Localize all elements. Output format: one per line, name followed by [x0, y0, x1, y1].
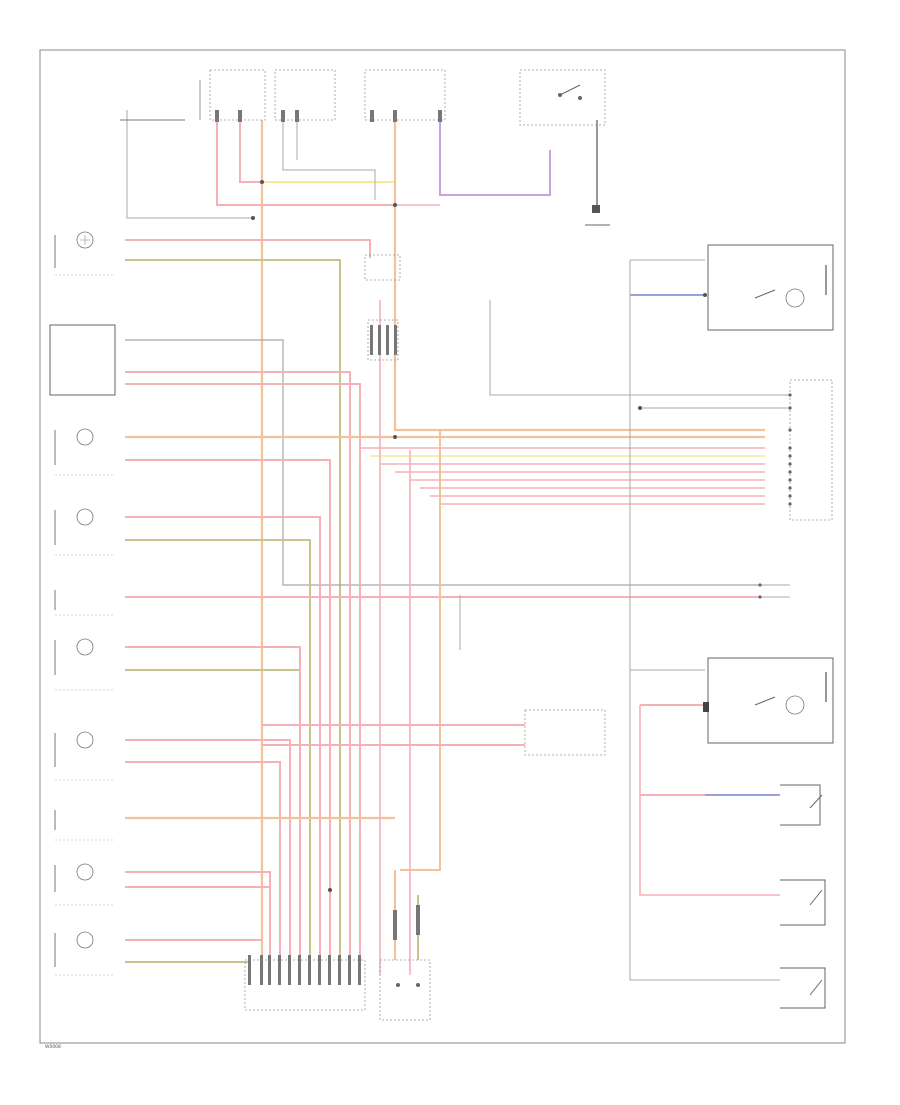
wire-gray-top-3	[126, 110, 253, 219]
trunk-switch	[780, 967, 826, 1009]
mirror-lamp	[54, 863, 115, 906]
transmission-switch	[379, 905, 431, 1021]
radio-component	[54, 590, 115, 616]
at-illumination-lamp	[54, 508, 115, 556]
ignition-switch	[519, 69, 610, 226]
right-connector-top	[788, 379, 833, 521]
wire-pink-block1-a	[125, 371, 351, 975]
wire-pink-door	[639, 705, 780, 896]
junction-connector-a	[364, 254, 401, 361]
fuse-pins	[215, 110, 442, 122]
combination-meter-lamp	[54, 231, 115, 276]
footer-code: W0008	[45, 1044, 61, 1050]
right-connector-mid	[758, 583, 762, 599]
interior-room-light	[703, 657, 834, 744]
clock-lamp	[54, 731, 115, 781]
wire-gray-top-1	[282, 110, 376, 200]
right-connector-pins	[788, 393, 792, 506]
wire-pink-block1-b	[125, 383, 361, 975]
wire-olive-at	[125, 539, 311, 975]
wire-pink-top-1	[216, 110, 395, 206]
level-meter-component	[54, 810, 115, 841]
wire-pink-comb-meter	[125, 239, 371, 258]
wire-pink-clock	[125, 739, 291, 975]
wire-pink-clock-b	[125, 761, 281, 975]
ashtray-lamp	[54, 638, 115, 691]
wire-pink-mirror	[125, 871, 271, 975]
wire-pink-at	[125, 516, 321, 975]
wire-olive-comb-meter	[125, 259, 341, 975]
wire-pink-ashtray	[125, 646, 301, 975]
fuse-block-top	[120, 69, 446, 122]
bottom-connector-bank	[244, 955, 366, 1011]
wire-olive-rear-defog	[125, 961, 251, 975]
wire-purple-top	[439, 110, 551, 196]
wire-gray-right-2	[489, 300, 790, 396]
door-switch-front-left	[780, 784, 823, 826]
cruise-switch-box	[524, 709, 606, 756]
junction-dots	[251, 180, 707, 892]
wire-pink-top-2	[239, 110, 262, 183]
cluster-indicator-lamp	[54, 428, 115, 476]
wire-gray-block1	[125, 339, 760, 586]
left-module-box	[49, 324, 116, 396]
wire-pink-indicator	[125, 459, 331, 975]
rear-defog-lamp	[54, 931, 115, 976]
trunk-room-light	[707, 244, 834, 331]
wire-orange-vert	[400, 430, 441, 871]
wire-layer	[125, 110, 790, 981]
wire-gray-right-rail	[629, 260, 780, 981]
wire-gray-right-4	[760, 584, 790, 598]
door-switch-front-right	[780, 879, 826, 926]
diagram-frame	[39, 49, 846, 1044]
wire-orange-main	[393, 110, 765, 432]
